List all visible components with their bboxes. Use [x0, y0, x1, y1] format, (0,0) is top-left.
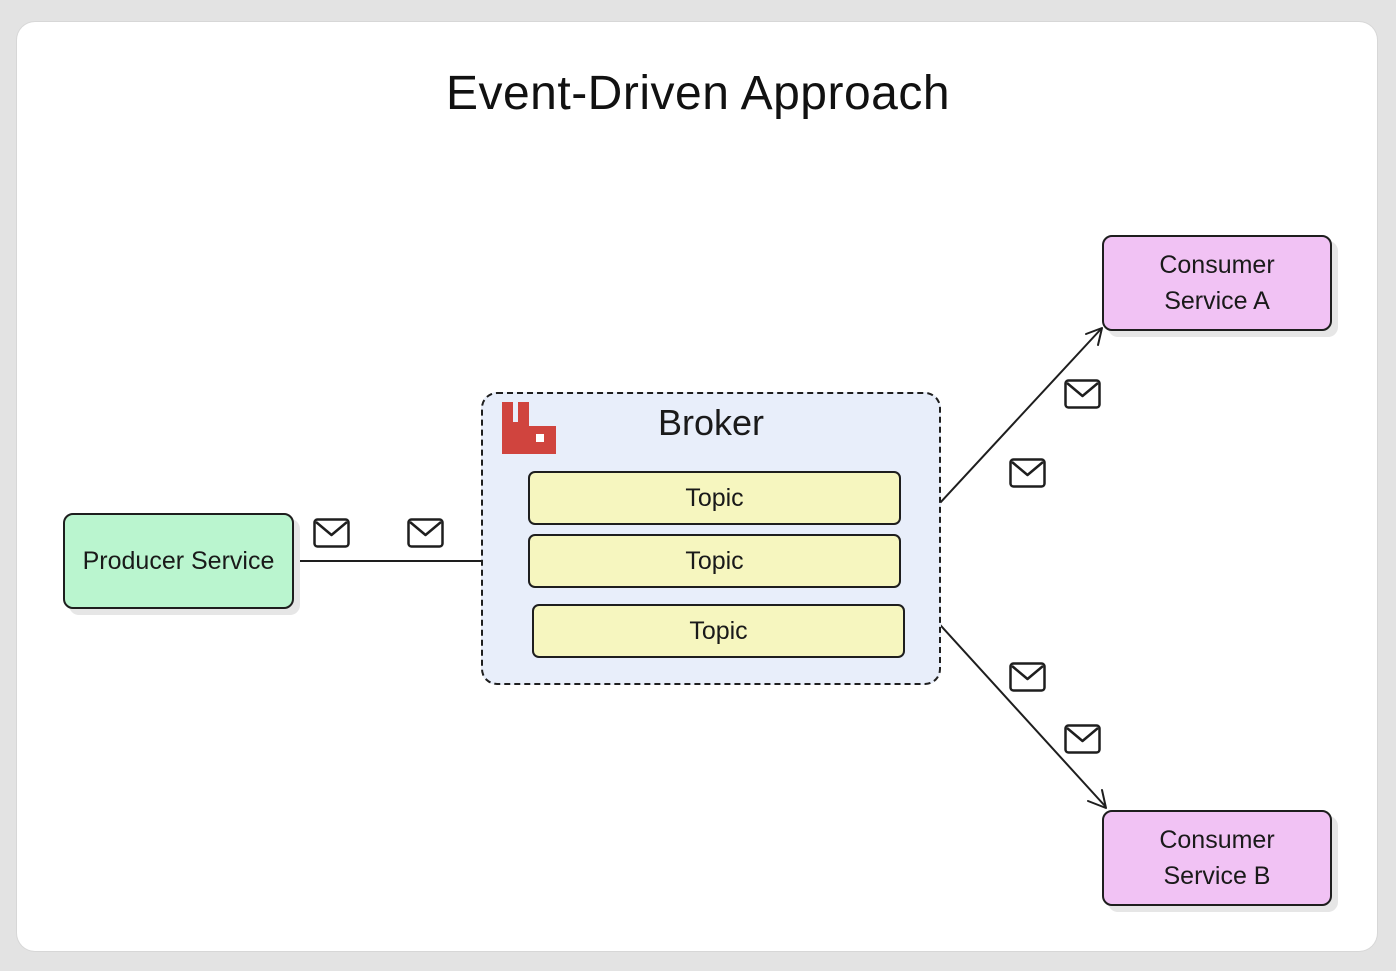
producer-service-label: Producer Service	[82, 547, 275, 575]
envelope-icon	[407, 518, 444, 548]
consumer-service-b-node: Consumer Service B	[1102, 810, 1332, 906]
consumer-service-a-label: Consumer Service A	[1159, 251, 1275, 315]
producer-service-node: Producer Service	[63, 513, 294, 609]
envelope-icon	[1064, 724, 1101, 754]
broker-topic: Topic	[532, 604, 905, 658]
broker-topic: Topic	[528, 471, 901, 525]
envelope-icon	[1009, 662, 1046, 692]
broker-to-consumer-b-arrowhead	[1087, 789, 1107, 809]
envelope-icon	[1064, 379, 1101, 409]
broker-label: Broker	[657, 402, 765, 443]
envelope-icon	[313, 518, 350, 548]
diagram-title: Event-Driven Approach	[445, 67, 951, 120]
broker-to-consumer-a-arrowhead	[1085, 327, 1103, 346]
rabbitmq-logo-icon	[502, 402, 556, 454]
envelope-icon	[1009, 458, 1046, 488]
consumer-service-b-label: Consumer Service B	[1159, 826, 1275, 890]
consumer-service-a-node: Consumer Service A	[1102, 235, 1332, 331]
broker-topic: Topic	[528, 534, 901, 588]
